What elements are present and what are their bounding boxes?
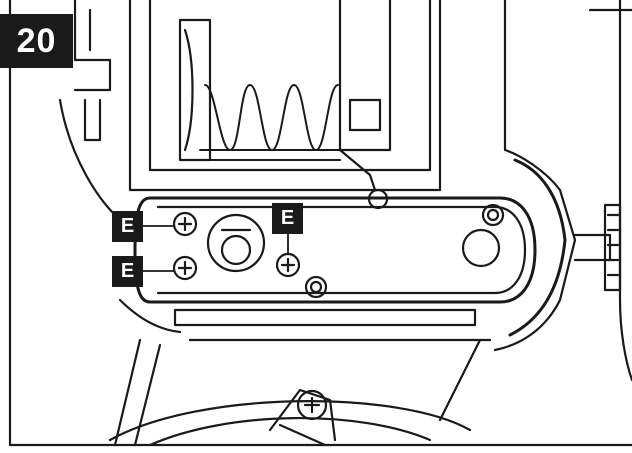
bottom-clamp — [268, 388, 337, 447]
spring-coils — [199, 84, 341, 161]
right-fittings — [304, 188, 505, 299]
left-bracket — [73, 0, 112, 142]
screw-top-left — [172, 211, 198, 237]
screw-right — [275, 252, 301, 278]
center-boss — [206, 213, 266, 273]
callout-label-bottom-left: E — [112, 256, 143, 287]
side-shaft — [573, 203, 622, 292]
leader-lines — [142, 225, 289, 272]
callout-label-top-left: E — [112, 211, 143, 242]
outer-housing — [8, 0, 632, 447]
screw-bottom-left — [172, 255, 198, 281]
step-number-badge: 20 — [0, 14, 73, 68]
spring-housing — [128, 0, 442, 192]
lower-housing — [108, 338, 482, 447]
callout-label-right: E — [272, 203, 303, 234]
